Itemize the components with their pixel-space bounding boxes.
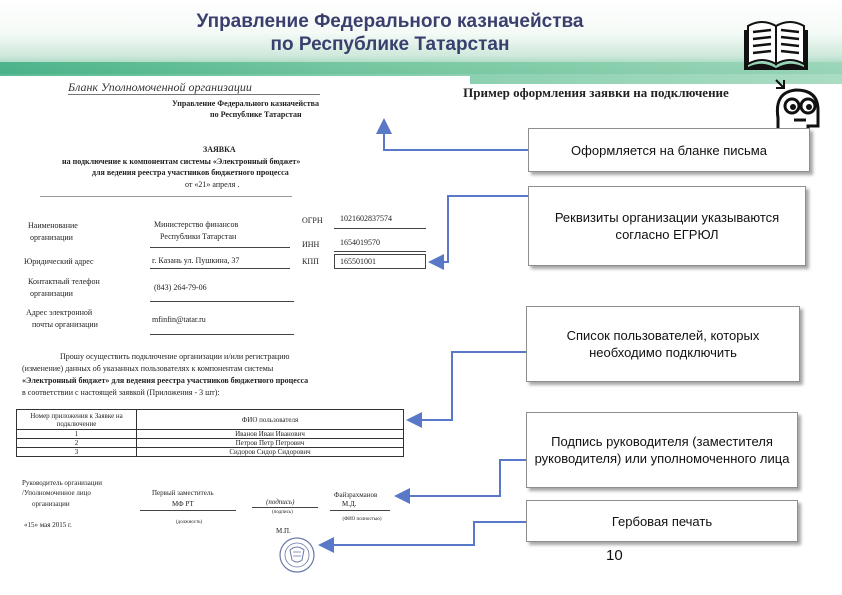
position-caption: (должность) [176, 520, 203, 525]
callout-requisites-text: Реквизиты организации указываются соглас… [554, 210, 780, 242]
signer-line-2: /Уполномоченное лицо [22, 489, 91, 497]
email-label-2: почты организации [32, 320, 98, 329]
address-underline [150, 268, 290, 269]
arrow-signature [394, 459, 526, 504]
fio-caption: (ФИО полностью) [342, 517, 382, 522]
request-title: ЗАЯВКА [203, 145, 236, 154]
inn-value: 1654019570 [340, 238, 380, 247]
body-line-1: Прошу осуществить подключение организаци… [60, 352, 290, 361]
callout-seal-text: Гербовая печать [611, 513, 713, 529]
kpp-box-bottom [334, 268, 426, 269]
name-value-2: Республики Татарстан [160, 232, 237, 241]
inn-label: ИНН [302, 240, 320, 249]
name-underline [150, 247, 290, 248]
callout-users: Список пользователей, которых необходимо… [526, 306, 800, 382]
name-value-1: Министерство финансов [154, 220, 239, 229]
users-table: Номер приложения к Заявке на подключение… [16, 409, 404, 457]
signature-mark: (подпись) [266, 498, 295, 506]
blank-title: Бланк Уполномоченной организации [68, 80, 252, 94]
example-title: Пример оформления заявки на подключение [463, 85, 729, 100]
address-label: Юридический адрес [24, 257, 94, 266]
row-name: Сидоров Сидор Сидорович [136, 447, 404, 457]
arrow-seal [318, 521, 526, 553]
email-label-1: Адрес электронной [26, 308, 93, 317]
callout-signature: Подпись руководителя (заместителя руково… [526, 412, 798, 488]
phone-label-1: Контактный телефон [28, 277, 100, 286]
title-line-2: по Республике Татарстан [270, 34, 510, 55]
callout-requisites: Реквизиты организации указываются соглас… [528, 186, 806, 266]
signature-underline [252, 507, 318, 508]
callout-signature-text: Подпись руководителя (заместителя руково… [534, 434, 790, 466]
signer-line-1: Руководитель организации [22, 479, 102, 487]
callout-letterhead-text: Оформляется на бланке письма [571, 142, 767, 158]
org-header-line-1: Управление Федерального казначейства [172, 99, 319, 108]
blank-title-underline [68, 94, 320, 95]
name-label-1: Наименование [28, 221, 78, 230]
name-label-2: организации [30, 233, 73, 242]
request-line-1: на подключение к компонентам системы «Эл… [62, 157, 301, 166]
signer-position-org: МФ РТ [172, 500, 194, 508]
fio-underline [330, 510, 390, 511]
kpp-label: КПП [302, 257, 319, 266]
table-row: 3 Сидоров Сидор Сидорович [16, 447, 404, 457]
ogrn-label: ОГРН [302, 216, 323, 225]
signer-fio: Файзрахманов [334, 491, 378, 499]
header-background [0, 0, 842, 74]
page-title: Управление Федерального казначейства по … [120, 10, 660, 56]
arrow-users [406, 351, 526, 428]
kpp-box-top [334, 254, 426, 255]
reader-face-icon [775, 79, 820, 140]
phone-value: (843) 264-79-06 [154, 283, 207, 292]
callout-seal: Гербовая печать [526, 500, 798, 542]
coat-of-arms-seal-icon [279, 537, 315, 573]
position-underline [140, 510, 236, 511]
arrow-letterhead [376, 118, 528, 151]
stamp-label: М.П. [276, 527, 291, 535]
title-line-1: Управление Федерального казначейства [196, 11, 584, 32]
callout-letterhead: Оформляется на бланке письма [528, 128, 810, 172]
signer-line-3: организации [32, 500, 70, 508]
signature-caption: (подпись) [272, 510, 293, 515]
phone-underline [150, 301, 294, 302]
signing-date: «15» мая 2015 г. [24, 521, 72, 529]
page-number: 10 [606, 547, 623, 564]
body-line-3: «Электронный бюджет» для ведения реестра… [22, 376, 309, 385]
email-value: mfinfin@tatar.ru [152, 315, 206, 324]
ogrn-underline [334, 228, 426, 229]
request-line-2: для ведения реестра участников бюджетног… [92, 168, 289, 177]
phone-label-2: организации [30, 289, 73, 298]
arrow-requisites [428, 195, 528, 270]
ogrn-value: 1021602837574 [340, 214, 392, 223]
body-line-2: (изменение) данных об указанных пользова… [22, 364, 274, 373]
signer-position: Первый заместитель [152, 489, 214, 497]
org-header-line-2: по Республике Татарстан [210, 110, 302, 119]
request-date-underline [40, 196, 292, 197]
body-line-4: в соответствии с настоящей заявкой (Прил… [22, 388, 220, 397]
request-date: от «21» апреля . [185, 180, 240, 189]
form-sheet [0, 76, 470, 595]
kpp-value: 165501001 [340, 257, 376, 266]
open-book-icon [744, 21, 808, 70]
address-value: г. Казань ул. Пушкина, 37 [152, 256, 240, 265]
inn-underline [334, 251, 426, 252]
email-underline [150, 334, 294, 335]
kpp-box-right [425, 254, 426, 269]
callout-users-text: Список пользователей, которых необходимо… [566, 328, 760, 360]
kpp-box-left [334, 254, 335, 269]
signer-fio-initials: М.Д. [342, 500, 357, 508]
